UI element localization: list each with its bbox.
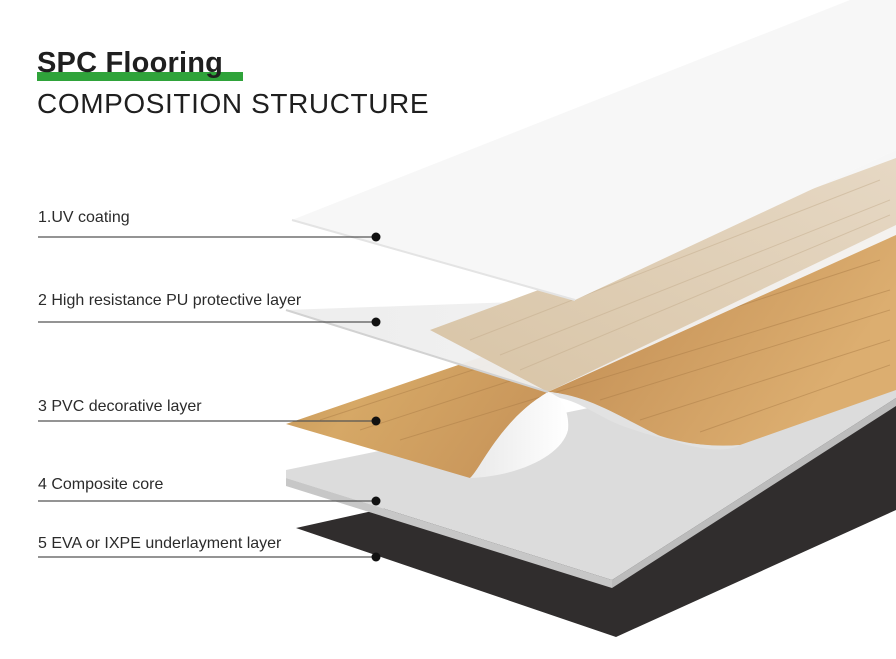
leader-dot-1 xyxy=(371,232,381,242)
layer-label-3: 3 PVC decorative layer xyxy=(38,398,202,415)
leader-dot-3 xyxy=(371,416,381,426)
title-block: SPC Flooring xyxy=(37,46,243,81)
title-underline-accent xyxy=(37,72,243,81)
layer-label-1: 1.UV coating xyxy=(38,209,130,226)
leader-dot-5 xyxy=(371,552,381,562)
leader-dot-4 xyxy=(371,496,381,506)
leader-dot-2 xyxy=(371,317,381,327)
uv-coating-layer xyxy=(291,0,896,301)
layer-label-5: 5 EVA or IXPE underlayment layer xyxy=(38,535,282,552)
layer-label-2: 2 High resistance PU protective layer xyxy=(38,292,302,309)
pu-protective-layer xyxy=(285,150,896,393)
page-title: SPC Flooring xyxy=(37,47,224,79)
layer-label-4: 4 Composite core xyxy=(38,476,164,493)
page-subtitle: COMPOSITION STRUCTURE xyxy=(37,88,430,119)
